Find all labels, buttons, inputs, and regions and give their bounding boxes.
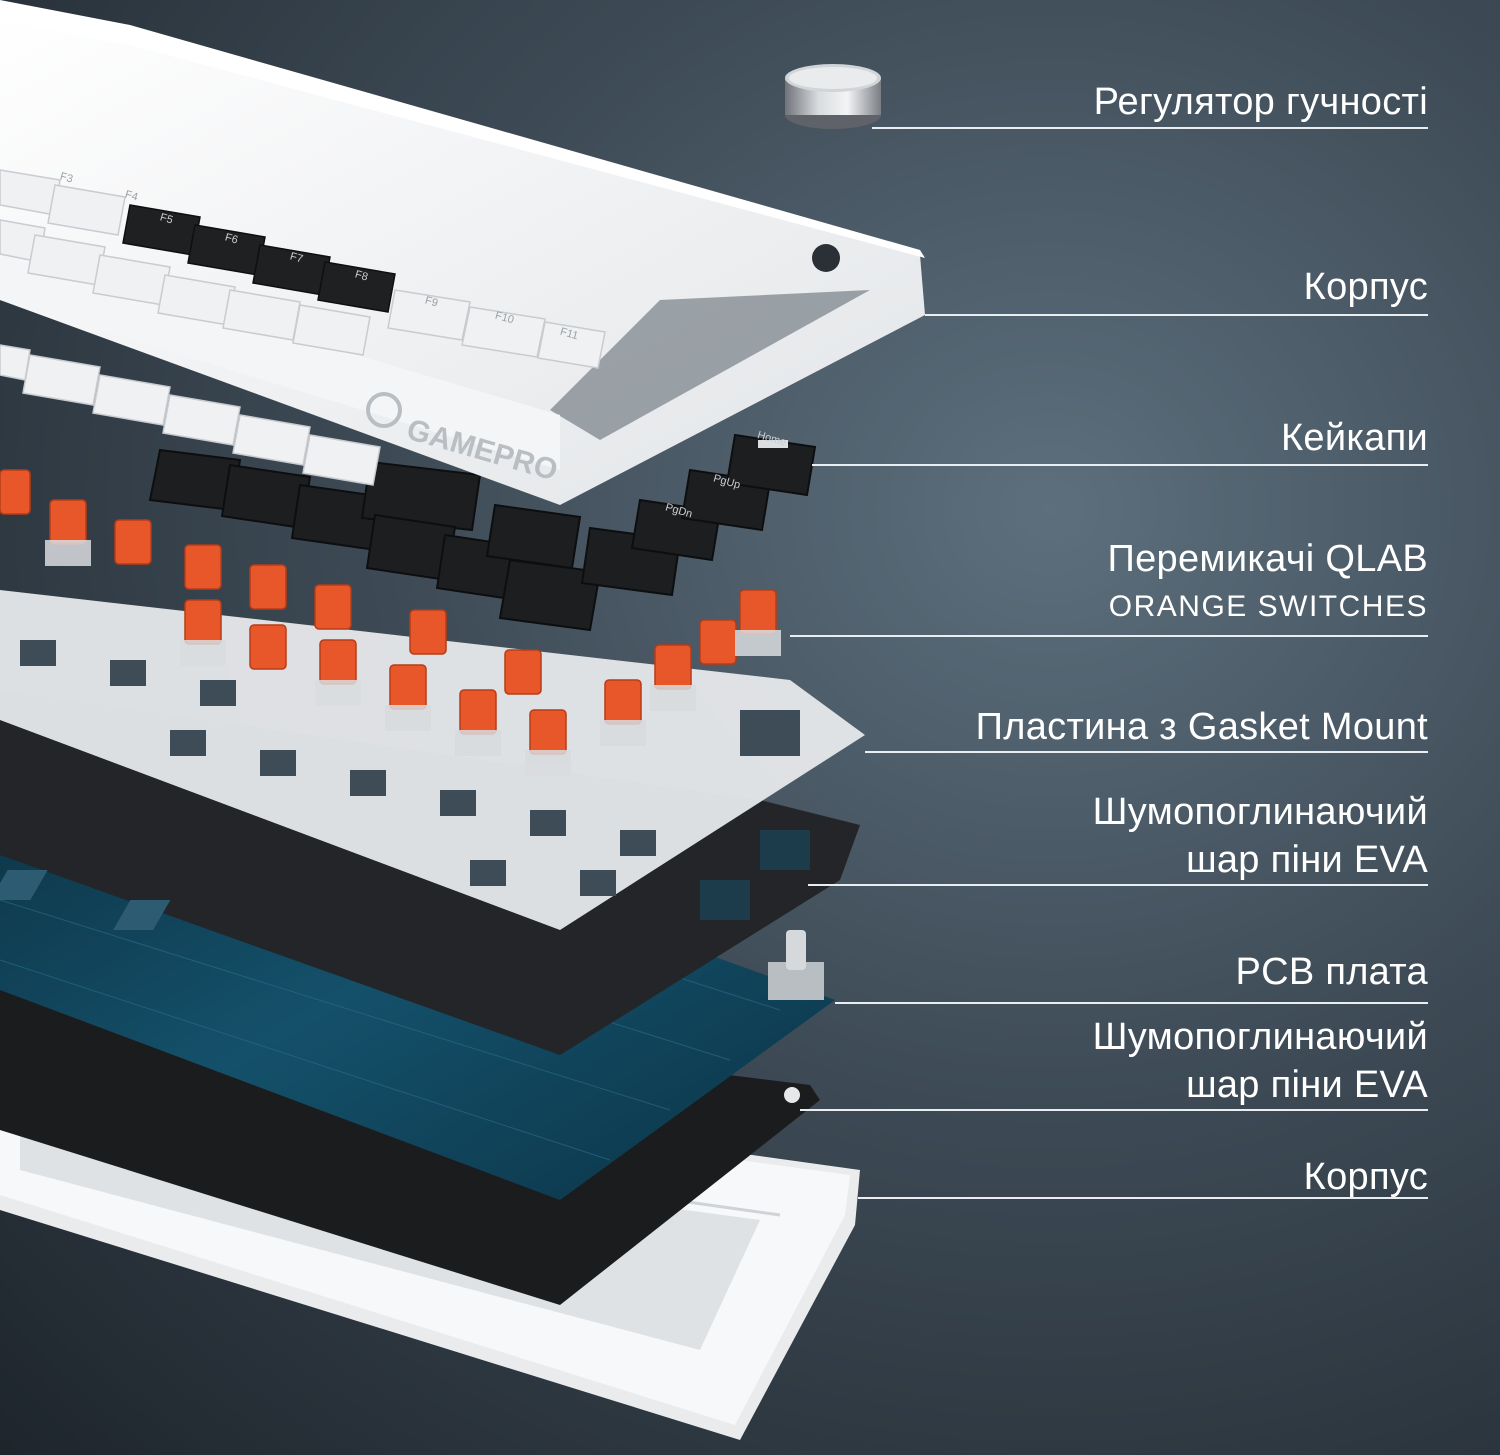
- label-switches: Перемикачі QLAB ORANGE SWITCHES: [1107, 538, 1428, 623]
- label-keycaps: Кейкапи: [1281, 417, 1428, 459]
- label-gasket-plate: Пластина з Gasket Mount: [975, 706, 1428, 748]
- label-bottom-case: Корпус: [1303, 1156, 1428, 1198]
- brand-logo-icon: [366, 392, 402, 428]
- label-top-case: Корпус: [1303, 266, 1428, 308]
- label-pcb: PCB плата: [1235, 951, 1428, 993]
- keycaps: [148, 433, 817, 632]
- black-f-keys: [122, 204, 396, 313]
- callout-lines: [790, 127, 1428, 1199]
- gasket-plate: [0, 590, 865, 930]
- label-bottom-eva-foam: Шумопоглинаючий шар піни EVA: [1092, 1016, 1428, 1106]
- top-case-frame: GAMEPRO: [0, 0, 925, 505]
- switches-qlab-orange: [0, 469, 781, 776]
- white-keycaps: [0, 169, 606, 486]
- pcb-encoder: [768, 930, 824, 1000]
- label-plate-eva-foam: Шумопоглинаючий шар піни EVA: [1092, 791, 1428, 881]
- volume-knob: [785, 64, 881, 129]
- key-home-legend: [758, 440, 788, 448]
- label-volume-knob: Регулятор гучності: [1093, 81, 1428, 123]
